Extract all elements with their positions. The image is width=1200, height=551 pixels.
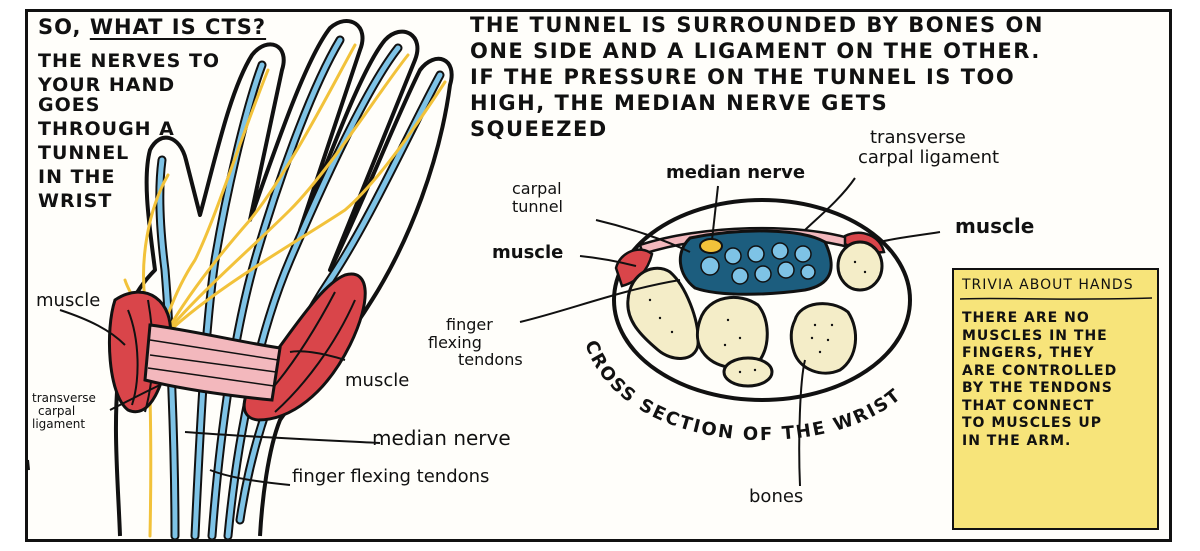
explanation-line: SQUEEZED <box>470 117 608 142</box>
carpal-word: carpal <box>512 179 562 198</box>
ligament-word: ligament <box>32 417 86 432</box>
intro-line: THROUGH A <box>38 117 175 140</box>
explanation-line: ONE SIDE AND A LIGAMENT ON THE OTHER. <box>470 39 1041 64</box>
tendons-word: finger <box>446 315 493 334</box>
trivia-line: MUSCLES IN THE <box>962 327 1108 344</box>
ligament-word: transverse <box>870 127 966 148</box>
cs-label-muscle-left: muscle <box>492 242 564 263</box>
cs-label-tendons: finger flexing tendons <box>420 316 523 369</box>
hand-label-ligament: transverse carpal ligament <box>32 391 96 432</box>
explanation-line: IF THE PRESSURE ON THE TUNNEL IS TOO <box>470 65 1016 90</box>
trivia-body: THERE ARE NO MUSCLES IN THE FINGERS, THE… <box>962 310 1158 450</box>
cs-label-median-nerve: median nerve <box>666 162 806 183</box>
trivia-box: TRIVIA ABOUT HANDS THERE ARE NO MUSCLES … <box>952 268 1159 530</box>
trivia-title: TRIVIA ABOUT HANDS <box>962 277 1134 293</box>
intro-text: THE NERVES TO YOUR HAND GOES THROUGH A T… <box>38 50 228 216</box>
cross-section <box>519 177 941 487</box>
intro-line: TUNNEL <box>38 141 130 164</box>
hand-leader-lines <box>59 309 381 486</box>
hand-illustration <box>27 19 454 541</box>
intro-line: IN THE <box>38 165 116 188</box>
question-heading: SO, WHAT IS CTS? <box>38 16 266 38</box>
trivia-line: ARE CONTROLLED <box>962 362 1118 379</box>
tendons-word: flexing <box>428 332 482 352</box>
trivia-line: THAT CONNECT <box>962 397 1095 414</box>
ligament-word: transverse <box>32 391 96 405</box>
explanation-line: THE TUNNEL IS SURROUNDED BY BONES ON <box>470 13 1044 37</box>
question-underlined: WHAT IS CTS? <box>89 15 267 39</box>
tunnel-explanation: THE TUNNEL IS SURROUNDED BY BONES ON ONE… <box>470 14 1160 144</box>
question-prefix: SO, <box>38 15 82 39</box>
tunnel-word: tunnel <box>512 197 563 217</box>
intro-line: WRIST <box>38 189 113 212</box>
cs-label-muscle-right: muscle <box>955 214 1035 238</box>
explanation-line: HIGH, THE MEDIAN NERVE GETS <box>470 91 889 116</box>
tendons-word: tendons <box>458 350 523 370</box>
hand-label-median-nerve: median nerve <box>372 426 511 450</box>
ligament-word: carpal ligament <box>858 146 1000 168</box>
intro-line: THE NERVES TO <box>38 50 221 72</box>
hand-label-muscle-left: muscle <box>36 290 101 311</box>
hand-ligament <box>143 323 282 402</box>
hand-label-tendons: finger flexing tendons <box>292 466 490 487</box>
median-nerve-dot <box>699 238 723 254</box>
bone-dots <box>648 260 867 374</box>
trivia-line: TO MUSCLES UP <box>962 415 1103 431</box>
cs-bones <box>626 240 884 388</box>
tunnel-tendons <box>700 242 816 285</box>
trivia-line: FINGERS, THEY <box>962 345 1095 361</box>
cs-label-ligament: transverse carpal ligament <box>858 128 999 168</box>
trivia-underline <box>960 297 1152 300</box>
cs-leader-lines <box>519 177 941 487</box>
intro-line: YOUR HAND GOES <box>38 73 176 116</box>
trivia-line: THERE ARE NO <box>962 310 1090 326</box>
trivia-line: IN THE ARM. <box>962 432 1072 449</box>
trivia-line: BY THE TENDONS <box>962 380 1113 396</box>
cs-label-bones: bones <box>749 486 804 507</box>
cs-label-carpal-tunnel: carpal tunnel <box>512 179 563 217</box>
cs-muscle-left <box>614 248 654 288</box>
hand-label-muscle-right: muscle <box>345 370 410 391</box>
ligament-word: carpal <box>38 404 76 419</box>
